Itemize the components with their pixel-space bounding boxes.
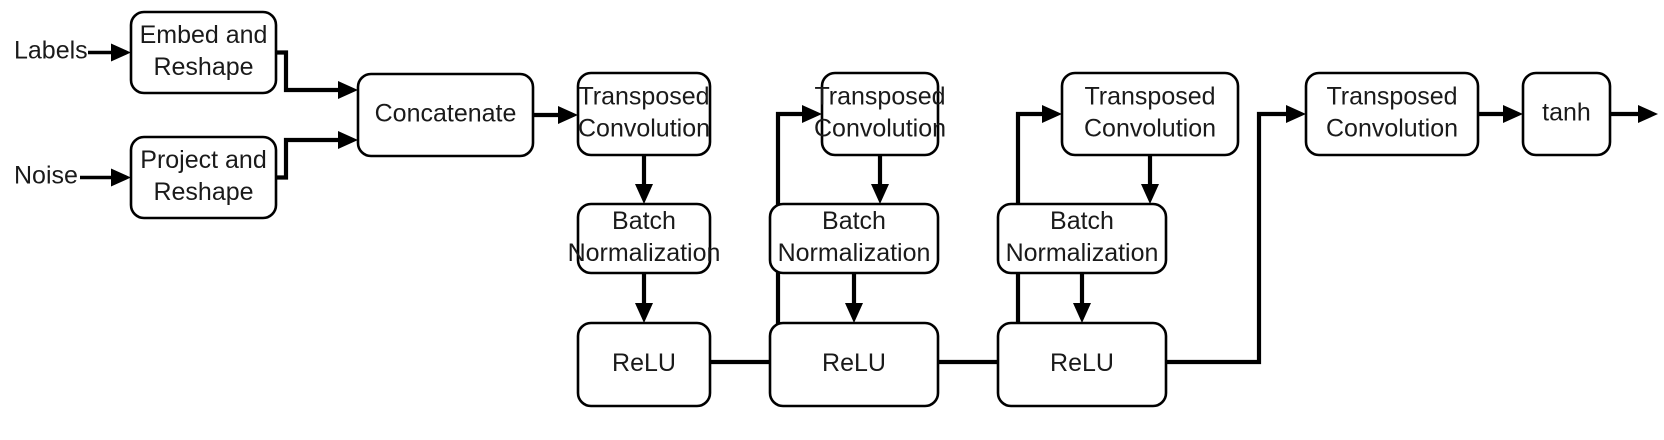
node-label-transposed-convolution-1-line2: Convolution [578, 115, 710, 143]
node-relu-2[interactable]: ReLU [768, 321, 940, 408]
node-box-tanh [1521, 71, 1612, 157]
edge-bn1-to-relu1 [635, 273, 653, 323]
edge-tconv2-to-bn2 [871, 155, 889, 204]
node-label-transposed-convolution-4-line1: Transposed [1326, 83, 1457, 111]
node-box-batch-normalization-2 [768, 202, 940, 275]
edge-tanh-to-output [1610, 105, 1658, 123]
node-label-embed-and-reshape-line1: Embed and [140, 21, 268, 49]
edge-path-embed-to-concat [276, 50, 338, 93]
edge-bn2-to-relu2 [845, 273, 863, 323]
node-box-concatenate [356, 72, 535, 158]
node-concatenate[interactable]: Concatenate [356, 72, 535, 158]
node-relu-1[interactable]: ReLU [576, 321, 712, 408]
edge-labels-to-embed [88, 43, 131, 62]
input-label-noise: Noise [14, 162, 78, 190]
arrow-head-relu3-to-tconv4 [1286, 105, 1306, 123]
arrow-head-tconv4-to-tanh [1503, 105, 1523, 123]
node-label-tanh: tanh [1542, 99, 1591, 127]
node-box-project-and-reshape [129, 135, 278, 220]
node-label-transposed-convolution-4-line2: Convolution [1326, 115, 1458, 143]
arrow-head-embed-to-concat [338, 81, 358, 99]
node-label-batch-normalization-2-line1: Batch [822, 207, 886, 235]
node-box-embed-and-reshape [129, 10, 278, 95]
arrow-head-bn2-to-relu2 [845, 303, 863, 323]
node-label-concatenate: Concatenate [375, 100, 517, 128]
edge-tconv4-to-tanh [1478, 105, 1523, 123]
edge-path-relu3-to-tconv4 [1166, 111, 1286, 365]
node-label-relu-2: ReLU [822, 349, 886, 377]
edge-tconv1-to-bn1 [635, 155, 653, 204]
arrow-head-labels-to-embed [111, 43, 131, 62]
node-label-batch-normalization-1-line1: Batch [612, 207, 676, 235]
node-box-transposed-convolution-3 [1060, 71, 1240, 157]
arrow-head-tconv3-to-bn3 [1141, 184, 1159, 204]
node-tanh[interactable]: tanh [1521, 71, 1612, 157]
node-box-relu-1 [576, 321, 712, 408]
node-relu-3[interactable]: ReLU [996, 321, 1168, 408]
node-label-batch-normalization-3-line2: Normalization [1006, 239, 1159, 267]
node-label-transposed-convolution-2-line1: Transposed [814, 83, 945, 111]
node-box-relu-3 [996, 321, 1168, 408]
node-label-transposed-convolution-3-line1: Transposed [1084, 83, 1215, 111]
edge-bn3-to-relu3 [1073, 273, 1091, 323]
edge-concat-to-tconv1 [533, 106, 578, 124]
arrow-head-tanh-to-output [1638, 105, 1658, 123]
arrow-head-relu2-to-tconv3 [1042, 105, 1062, 123]
node-label-transposed-convolution-1-line1: Transposed [578, 83, 709, 111]
node-label-project-and-reshape-line1: Project and [140, 146, 266, 174]
node-label-transposed-convolution-2-line2: Convolution [814, 115, 946, 143]
arrow-head-concat-to-tconv1 [558, 106, 578, 124]
edge-tconv3-to-bn3 [1141, 155, 1159, 204]
node-box-batch-normalization-1 [576, 202, 712, 275]
arrow-head-tconv1-to-bn1 [635, 184, 653, 204]
node-box-transposed-convolution-2 [820, 71, 940, 157]
node-label-embed-and-reshape-line2: Reshape [153, 53, 253, 81]
arrow-head-noise-to-project [111, 168, 131, 187]
node-label-batch-normalization-1-line2: Normalization [568, 239, 721, 267]
arrow-head-project-to-concat [338, 131, 358, 149]
node-label-transposed-convolution-3-line2: Convolution [1084, 115, 1216, 143]
edge-relu3-to-tconv4 [1166, 105, 1306, 365]
node-label-relu-1: ReLU [612, 349, 676, 377]
edge-embed-to-concat [276, 50, 358, 99]
node-label-batch-normalization-3-line1: Batch [1050, 207, 1114, 235]
node-box-transposed-convolution-1 [576, 71, 712, 157]
node-label-batch-normalization-2-line2: Normalization [778, 239, 931, 267]
edge-path-project-to-concat [276, 137, 338, 180]
edge-noise-to-project [80, 168, 131, 187]
edge-project-to-concat [276, 131, 358, 180]
input-label-labels: Labels [14, 37, 88, 65]
node-label-project-and-reshape-line2: Reshape [153, 178, 253, 206]
node-box-batch-normalization-3 [996, 202, 1168, 275]
arrow-head-bn1-to-relu1 [635, 303, 653, 323]
node-label-relu-3: ReLU [1050, 349, 1114, 377]
arrow-head-tconv2-to-bn2 [871, 184, 889, 204]
arrow-head-relu1-to-tconv2 [802, 105, 822, 123]
node-box-transposed-convolution-4 [1304, 71, 1480, 157]
node-box-relu-2 [768, 321, 940, 408]
arrow-head-bn3-to-relu3 [1073, 303, 1091, 323]
